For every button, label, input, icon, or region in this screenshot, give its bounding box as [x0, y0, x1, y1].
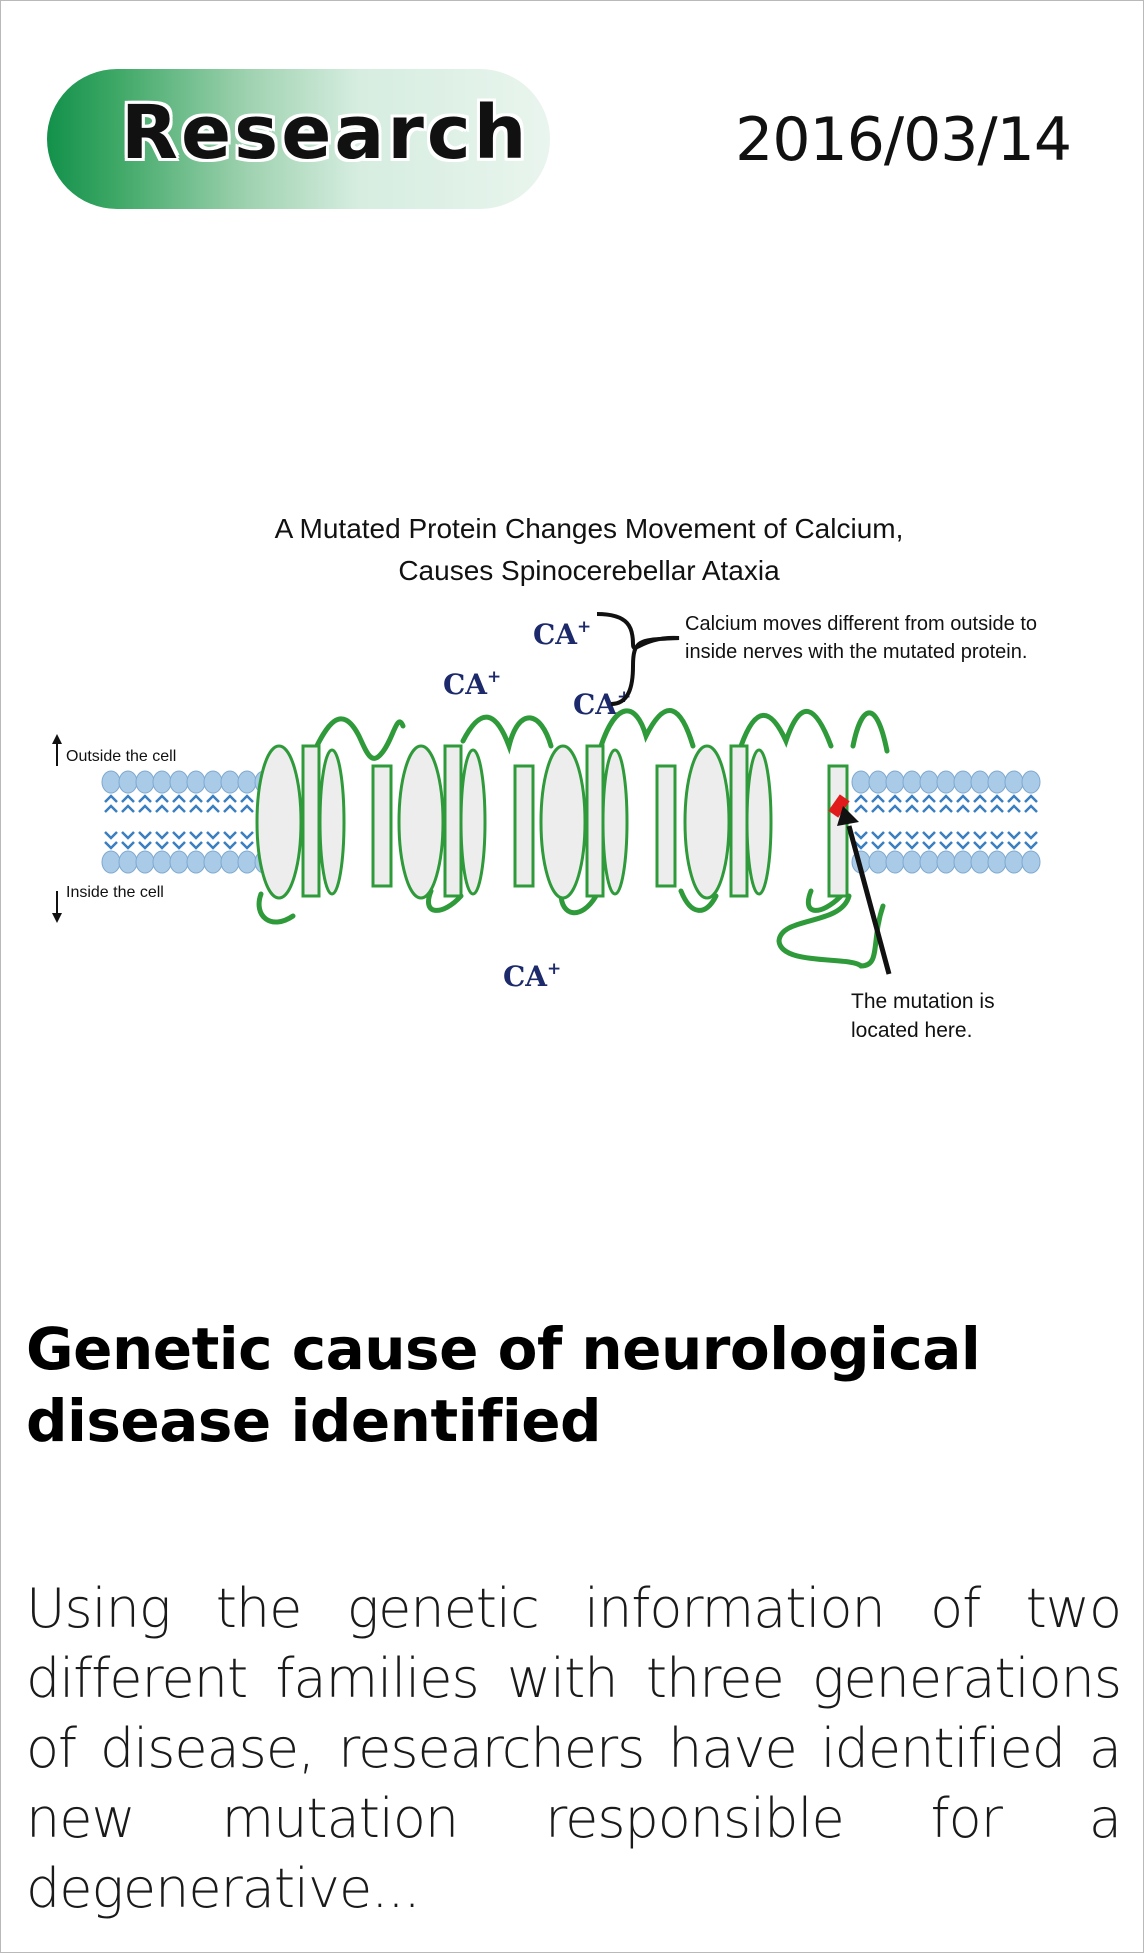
calcium-note-line2: inside nerves with the mutated protein. — [685, 641, 1027, 663]
ion-label-top: CA+ — [533, 617, 591, 651]
category-label: Research — [121, 90, 530, 176]
brace-icon — [596, 612, 680, 706]
svg-text:CA+: CA+ — [573, 687, 631, 721]
article-excerpt: Using the genetic information of two dif… — [26, 1577, 1122, 1920]
mutation-marker — [828, 794, 850, 818]
mutation-note-line1: The mutation is — [851, 990, 995, 1013]
mutation-note-line2: located here. — [851, 1019, 972, 1042]
inside-cell-label: Inside the cell — [66, 884, 164, 901]
up-arrow-icon — [52, 734, 62, 766]
protein-chain — [256, 708, 890, 969]
svg-text:CA+: CA+ — [503, 959, 561, 993]
down-arrow-icon — [52, 891, 62, 923]
publish-date: 2016/03/14 — [735, 105, 1072, 175]
calcium-note-line1: Calcium moves different from outside to — [685, 613, 1037, 635]
mutation-arrow-icon — [837, 806, 892, 975]
protein-helices — [255, 744, 849, 900]
svg-text:CA+: CA+ — [533, 617, 591, 651]
figure-title-line1: A Mutated Protein Changes Movement of Ca… — [275, 513, 904, 544]
ion-label-left: CA+ — [443, 667, 501, 701]
calcium-diagram: A Mutated Protein Changes Movement of Ca… — [41, 496, 1111, 1056]
outside-cell-label: Outside the cell — [66, 748, 176, 765]
ion-label-inside: CA+ — [503, 959, 561, 993]
category-pill — [47, 69, 550, 209]
article-headline[interactable]: Genetic cause of neurological disease id… — [26, 1315, 981, 1455]
figure-title-line2: Causes Spinocerebellar Ataxia — [398, 555, 780, 586]
svg-text:CA+: CA+ — [443, 667, 501, 701]
ion-label-middle: CA+ — [573, 687, 631, 721]
membrane-right — [851, 770, 1041, 874]
